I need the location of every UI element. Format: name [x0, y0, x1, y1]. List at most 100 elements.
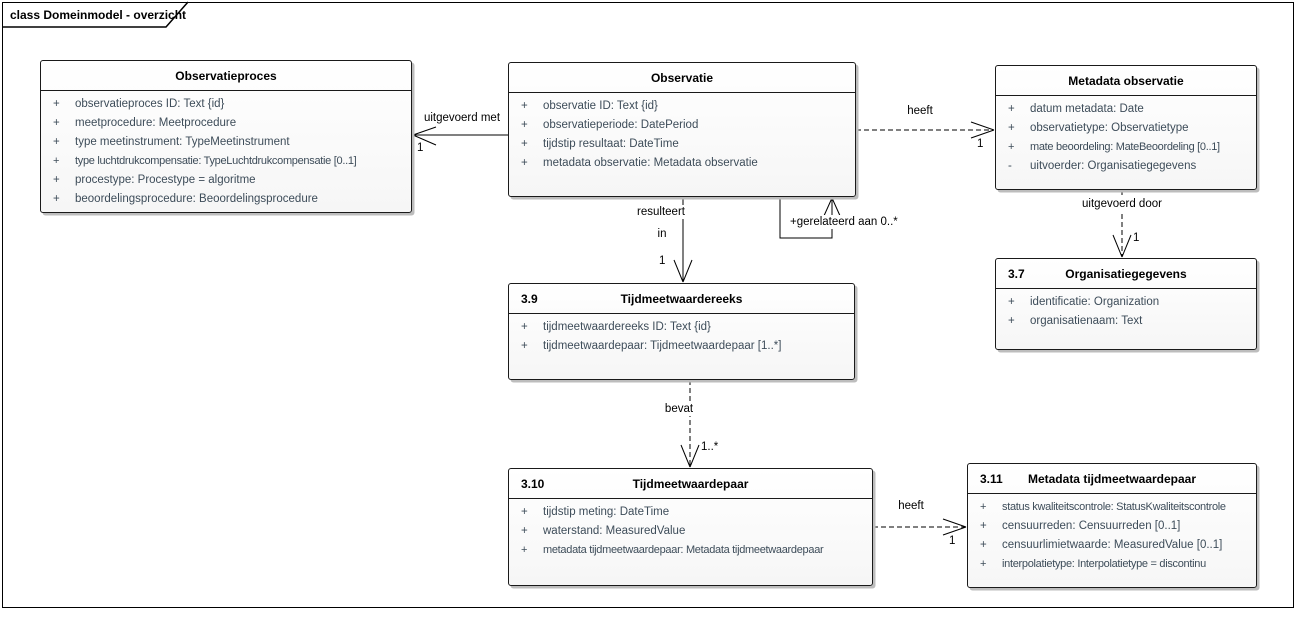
class-header: 3.7 Organisatiegegevens: [996, 259, 1256, 289]
class-title: Observatie: [650, 70, 714, 85]
attribute-text: tijdmeetwaardepaar: Tijdmeetwaardepaar […: [543, 340, 782, 352]
attribute-row: +type meetinstrument: TypeMeetinstrument: [41, 133, 411, 152]
class-tijdmeetwaardereeks[interactable]: 3.9 Tijdmeetwaardereeks + tijdmeetwaarder…: [508, 283, 855, 380]
visibility: +: [53, 193, 60, 205]
class-title: Observatieproces: [175, 68, 277, 83]
class-header: Metadata observatie: [996, 66, 1256, 96]
visibility: +: [53, 98, 60, 110]
attribute-row: +censuurreden: Censuurreden [0..1]: [968, 517, 1256, 536]
attribute-row: + organisatienaam: Text: [996, 312, 1256, 331]
class-number: 3.9: [521, 292, 538, 306]
multiplicity-uitgevoerd-met: 1: [417, 142, 424, 154]
attribute-row: + beoordelingsprocedure: Beoordelingsproc…: [41, 190, 411, 209]
attribute-text: mate beoordeling: MateBeoordeling [0..1]: [1030, 141, 1220, 153]
class-header: 3.9 Tijdmeetwaardereeks: [509, 284, 854, 314]
label-heeft-metadata-tijdmeetwaardepaar: heeft: [882, 499, 940, 513]
attribute-row: + tijdstip meting: DateTime: [509, 503, 872, 522]
attribute-row: + observatie ID: Text {id}: [509, 97, 855, 116]
attribute-text: interpolatietype: Interpolatietype = dis…: [1002, 558, 1206, 570]
attribute-compartment: + tijdmeetwaardereeks ID: Text {id} + tijd…: [509, 314, 854, 356]
attribute-text: procestype: Procestype = algoritme: [75, 174, 256, 186]
label-uitgevoerd-door: uitgevoerd door: [1072, 197, 1172, 211]
visibility: +: [1008, 315, 1015, 327]
attribute-text: metadata observatie: Metadata observatie: [543, 157, 758, 169]
class-title: Tijdmeetwaardereeks: [620, 291, 743, 306]
attribute-text: organisatienaam: Text: [1030, 315, 1143, 327]
visibility: +: [1008, 122, 1015, 134]
attribute-row: + observatietype: Observatietype: [996, 119, 1256, 138]
visibility: +: [521, 100, 528, 112]
attribute-text: observatieproces ID: Text {id}: [75, 98, 225, 110]
visibility: +: [521, 506, 528, 518]
attribute-row: +observatieperiode: DatePeriod: [509, 116, 855, 135]
class-header: 3.10 Tijdmeetwaardepaar: [509, 469, 872, 499]
class-header: 3.11 Metadata tijdmeetwaardepaar: [968, 464, 1256, 494]
attribute-text: tijdstip meting: DateTime: [543, 506, 670, 518]
attribute-compartment: + status kwaliteitscontrole: StatusKwalit…: [968, 494, 1256, 574]
label-gerelateerd-aan: +gerelateerd aan 0..*: [789, 215, 899, 229]
class-observatie[interactable]: Observatie + observatie ID: Text {id} +ob…: [508, 62, 856, 197]
class-header: Observatie: [509, 63, 855, 93]
label-resulteert-in: in: [648, 227, 676, 241]
diagram-title-tab: class Domeinmodel - overzicht: [10, 8, 187, 22]
class-observatieproces[interactable]: Observatieproces + observatieproces ID: T…: [40, 60, 412, 213]
attribute-row: + datum metadata: Date: [996, 100, 1256, 119]
visibility: +: [53, 136, 60, 148]
visibility: +: [521, 321, 528, 333]
visibility: +: [53, 155, 60, 167]
attribute-text: observatie ID: Text {id}: [543, 100, 658, 112]
attribute-row: +metadata tijdmeetwaardepaar: Metadata t…: [509, 541, 872, 560]
attribute-text: datum metadata: Date: [1030, 103, 1144, 115]
class-header: Observatieproces: [41, 61, 411, 91]
visibility: +: [521, 525, 528, 537]
visibility: +: [1008, 141, 1015, 153]
attribute-row: + metadata observatie: Metadata observati…: [509, 154, 855, 173]
attribute-row: + tijdmeetwaardereeks ID: Text {id}: [509, 318, 854, 337]
multiplicity-uitgevoerd-door: 1: [1133, 232, 1140, 244]
visibility: +: [521, 138, 528, 150]
attribute-text: uitvoerder: Organisatiegegevens: [1030, 160, 1197, 172]
visibility: +: [521, 157, 528, 169]
attribute-row: +censuurlimietwaarde: MeasuredValue [0..…: [968, 536, 1256, 555]
class-number: 3.10: [521, 477, 545, 491]
class-tijdmeetwaardepaar[interactable]: 3.10 Tijdmeetwaardepaar + tijdstip meting…: [508, 468, 873, 586]
attribute-compartment: + tijdstip meting: DateTime + waterstand: …: [509, 499, 872, 560]
attribute-text: status kwaliteitscontrole: StatusKwalite…: [1002, 501, 1226, 513]
class-organisatiegegevens[interactable]: 3.7 Organisatiegegevens +identificatie: …: [995, 258, 1257, 350]
attribute-row: + waterstand: MeasuredValue: [509, 522, 872, 541]
attribute-text: observatietype: Observatietype: [1030, 122, 1189, 134]
class-metadata-tijdmeetwaardepaar[interactable]: 3.11 Metadata tijdmeetwaardepaar + status…: [967, 463, 1257, 588]
attribute-text: meetprocedure: Meetprocedure: [75, 117, 237, 129]
attribute-row: + observatieproces ID: Text {id}: [41, 95, 411, 114]
visibility: +: [980, 501, 987, 513]
attribute-row: +procestype: Procestype = algoritme: [41, 171, 411, 190]
multiplicity-resulteert-in: 1: [659, 255, 666, 267]
multiplicity-bevat: 1..*: [701, 441, 719, 453]
attribute-text: tijdstip resultaat: DateTime: [543, 138, 679, 150]
attribute-text: waterstand: MeasuredValue: [543, 525, 686, 537]
attribute-row: + mate beoordeling: MateBeoordeling [0..1…: [996, 138, 1256, 157]
attribute-row: +interpolatietype: Interpolatietype = di…: [968, 555, 1256, 574]
class-title: Tijdmeetwaardepaar: [632, 476, 749, 491]
attribute-compartment: + observatie ID: Text {id} +observatieper…: [509, 93, 855, 173]
class-number: 3.11: [980, 472, 1003, 486]
visibility: +: [980, 539, 987, 551]
attribute-text: tijdmeetwaardereeks ID: Text {id}: [543, 321, 711, 333]
diagram-frame: [2, 2, 1294, 608]
attribute-row: +type luchtdrukcompensatie: TypeLuchtdru…: [41, 152, 411, 171]
class-metadata-observatie[interactable]: Metadata observatie + datum metadata: Dat…: [995, 65, 1257, 190]
multiplicity-heeft-metadata-observatie: 1: [977, 138, 984, 150]
visibility: +: [53, 117, 60, 129]
class-title: Metadata observatie: [1068, 73, 1184, 88]
class-title: Organisatiegegevens: [1065, 266, 1187, 281]
attribute-compartment: +identificatie: Organization + organisati…: [996, 289, 1256, 331]
class-title: Metadata tijdmeetwaardepaar: [1027, 471, 1197, 486]
class-number: 3.7: [1008, 267, 1025, 281]
visibility: +: [980, 520, 987, 532]
label-heeft-metadata-observatie: heeft: [885, 104, 955, 118]
attribute-text: beoordelingsprocedure: Beoordelingsproce…: [75, 193, 318, 205]
attribute-row: +identificatie: Organization: [996, 293, 1256, 312]
visibility: +: [1008, 103, 1015, 115]
attribute-compartment: + observatieproces ID: Text {id} + meetpro…: [41, 91, 411, 209]
